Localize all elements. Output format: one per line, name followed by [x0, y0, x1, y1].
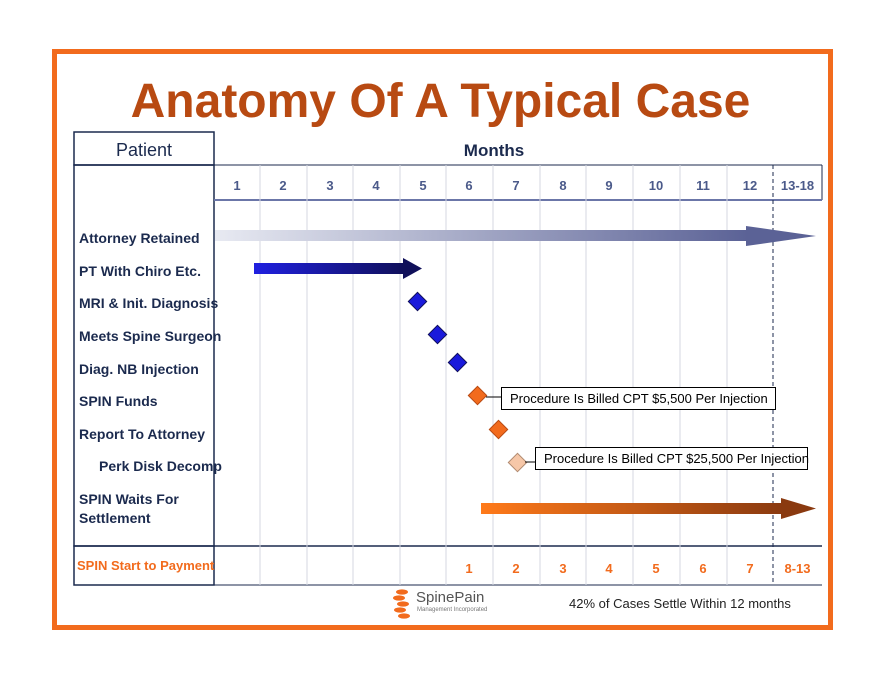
row-label-spine-surgeon: Meets Spine Surgeon — [79, 328, 222, 344]
row-label-settlement: Settlement — [79, 510, 151, 526]
month-label: 8 — [559, 178, 567, 193]
month-gridlines — [259, 165, 774, 585]
month-label: 4 — [372, 178, 380, 193]
row-label-mri: MRI & Init. Diagnosis — [79, 295, 219, 311]
payment-value: 1 — [465, 561, 473, 576]
spin-funds-callout: Procedure Is Billed CPT $5,500 Per Injec… — [501, 387, 776, 410]
row-label-report-attorney: Report To Attorney — [79, 426, 205, 442]
row-label-attorney-retained: Attorney Retained — [79, 230, 200, 246]
report-attorney-diamond — [488, 419, 509, 440]
row-label-pt-chiro: PT With Chiro Etc. — [79, 263, 201, 279]
spin-funds-diamond — [467, 385, 488, 406]
month-label: 1 — [233, 178, 241, 193]
row-label-spin-funds: SPIN Funds — [79, 393, 158, 409]
month-label: 2 — [279, 178, 287, 193]
mri-diagnosis-diamond — [407, 291, 428, 312]
spin-waits-arrow — [481, 498, 816, 519]
month-label: 9 — [605, 178, 613, 193]
payment-value: 7 — [746, 561, 754, 576]
month-label: 13-18 — [780, 178, 815, 193]
month-label: 5 — [419, 178, 427, 193]
month-label: 3 — [326, 178, 334, 193]
labels-column-box — [73, 164, 215, 547]
logo-tagline: Management Incorporated — [417, 607, 488, 613]
perk-disk-callout: Procedure Is Billed CPT $25,500 Per Inje… — [535, 447, 809, 470]
slide-frame — [52, 49, 833, 630]
month-label: 10 — [648, 178, 664, 193]
payment-row-label: SPIN Start to Payment — [77, 558, 215, 573]
months-header: Months — [463, 141, 525, 160]
payment-label-box — [73, 545, 215, 586]
perk-disk-diamond — [507, 452, 528, 473]
logo-name: SpinePain — [416, 589, 485, 606]
payment-value: 3 — [559, 561, 567, 576]
month-label: 7 — [512, 178, 520, 193]
meets-surgeon-diamond — [427, 324, 448, 345]
row-label-perk-disk: Perk Disk Decomp — [99, 458, 222, 474]
payment-value: 8-13 — [784, 561, 811, 576]
row-label-spin-waits: SPIN Waits For — [79, 491, 179, 507]
patient-header: Patient — [115, 140, 173, 160]
pt-chiro-arrow — [254, 258, 422, 279]
month-label: 12 — [742, 178, 758, 193]
slide-title: Anatomy Of A Typical Case — [130, 75, 751, 128]
attorney-retained-arrow — [215, 226, 816, 246]
settle-footnote: 42% of Cases Settle Within 12 months — [569, 596, 791, 611]
payment-value: 2 — [512, 561, 520, 576]
month-label: 11 — [696, 178, 710, 193]
payment-value: 5 — [652, 561, 660, 576]
spinepain-logo: SpinePain Management Incorporated — [390, 588, 500, 622]
spine-logo-icon — [393, 589, 410, 619]
diag-injection-diamond — [447, 352, 468, 373]
row-label-diag-injection: Diag. NB Injection — [79, 361, 199, 377]
payment-value: 4 — [605, 561, 613, 576]
month-label: 6 — [465, 178, 473, 193]
payment-value: 6 — [699, 561, 707, 576]
